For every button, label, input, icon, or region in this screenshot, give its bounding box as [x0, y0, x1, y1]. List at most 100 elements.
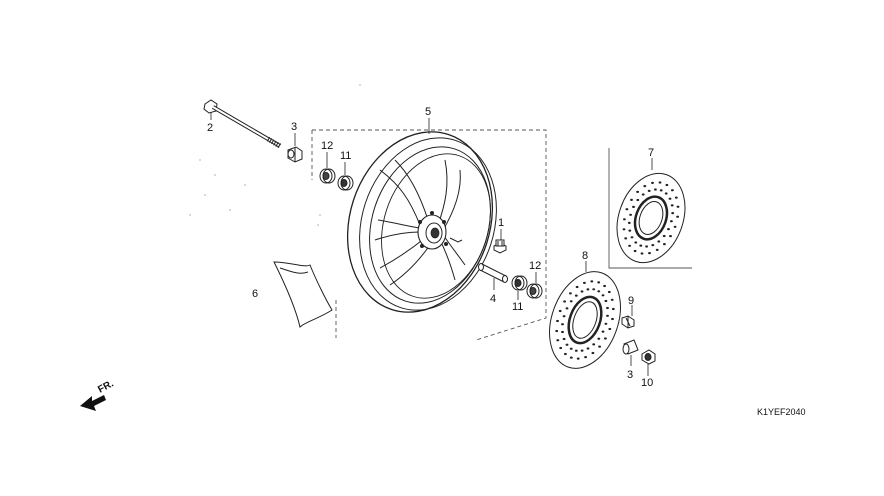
disc-hole	[645, 245, 648, 248]
disc-hole	[674, 196, 678, 199]
disc-hole	[562, 315, 566, 318]
disc-hole	[663, 243, 666, 246]
disc-hole	[643, 185, 647, 188]
disc-hole	[597, 337, 601, 340]
disc-hole	[590, 280, 594, 283]
disc-hole	[628, 244, 631, 247]
flange-nut	[641, 349, 656, 365]
disc-hole	[627, 221, 631, 224]
disc-hole	[569, 300, 573, 303]
disc-hole	[586, 288, 590, 291]
disc-hole	[647, 189, 651, 192]
disc-hole	[622, 228, 626, 231]
disc-hole	[639, 244, 643, 247]
disc-hole	[606, 306, 609, 310]
disc-hole	[601, 330, 605, 333]
bearing-right	[511, 275, 528, 291]
front-fender	[273, 261, 333, 328]
disc-hole	[575, 285, 579, 289]
disc-hole	[676, 205, 680, 208]
brake-disc-lower-holes	[555, 280, 615, 360]
disc-hole	[604, 299, 608, 303]
disc-hole	[628, 229, 632, 232]
disc-hole	[597, 281, 601, 284]
callout-4: 4	[490, 293, 496, 305]
disc-hole	[574, 294, 578, 297]
disc-hole	[569, 292, 572, 295]
disc-hole	[574, 349, 578, 352]
disc-hole	[562, 337, 566, 341]
callout-9: 9	[628, 295, 634, 307]
callout-12-left: 12	[321, 140, 333, 152]
disc-hole	[591, 351, 595, 355]
disc-hole	[636, 190, 639, 193]
disc-hole	[667, 228, 670, 231]
brake-disc-upper	[616, 172, 686, 264]
disc-hole	[630, 198, 633, 201]
front-direction-arrow-icon	[80, 395, 106, 411]
disc-hole	[641, 193, 645, 196]
bearing-left	[337, 175, 354, 191]
disc-hole	[673, 225, 677, 228]
callout-3-left: 3	[291, 121, 297, 133]
disc-hole	[651, 244, 655, 247]
disc-hole	[592, 288, 596, 291]
distance-collar	[478, 263, 508, 283]
disc-hole	[659, 189, 663, 192]
disc-bolt	[621, 315, 635, 329]
background-speckle	[189, 84, 361, 226]
disc-hole	[662, 234, 666, 238]
wheel-assembly-bracket	[311, 129, 547, 341]
disc-hole	[608, 327, 612, 331]
disc-hole	[670, 204, 674, 207]
disc-hole	[576, 357, 580, 360]
callout-11-left: 11	[340, 150, 351, 162]
disc-hole	[636, 198, 640, 202]
disc-hole	[580, 290, 584, 293]
axle-bolt	[203, 99, 282, 149]
disc-hole	[625, 208, 629, 211]
disc-hole	[607, 290, 611, 294]
disc-hole	[676, 215, 679, 218]
disc-hole	[606, 314, 609, 317]
axle-nut-left	[287, 146, 303, 163]
disc-hole	[565, 343, 569, 346]
disc-hole	[669, 235, 672, 238]
disc-hole	[584, 356, 587, 359]
callout-5: 5	[425, 106, 431, 118]
disc-hole	[556, 339, 560, 342]
disc-hole	[611, 307, 615, 311]
callout-8: 8	[582, 250, 588, 262]
disc-hole	[561, 323, 564, 326]
side-collar	[622, 339, 639, 355]
disc-hole	[583, 281, 586, 284]
disc-bracket	[608, 148, 692, 269]
callout-10: 10	[641, 377, 653, 389]
disc-hole	[633, 249, 637, 253]
disc-hole	[556, 319, 559, 323]
disc-hole	[632, 205, 635, 208]
dust-seal-right	[526, 283, 543, 299]
disc-hole	[664, 192, 668, 195]
callout-6: 6	[252, 288, 258, 300]
drawing-code: K1YEF2040	[757, 407, 806, 417]
valve-screw	[493, 239, 507, 254]
disc-hole	[604, 337, 607, 340]
disc-hole	[665, 183, 669, 187]
disc-hole	[640, 252, 644, 255]
disc-hole	[610, 298, 614, 301]
callout-12-right: 12	[529, 260, 541, 272]
disc-hole	[592, 343, 596, 346]
disc-hole	[658, 181, 662, 184]
disc-hole	[561, 330, 564, 334]
disc-hole	[563, 300, 566, 303]
disc-hole	[580, 349, 584, 352]
disc-hole	[565, 307, 569, 310]
disc-hole	[569, 347, 573, 350]
disc-hole	[648, 252, 651, 255]
callout-3-right: 3	[627, 369, 633, 381]
callout-11-right: 11	[512, 301, 523, 313]
disc-hole	[569, 356, 573, 359]
disc-hole	[671, 212, 675, 215]
